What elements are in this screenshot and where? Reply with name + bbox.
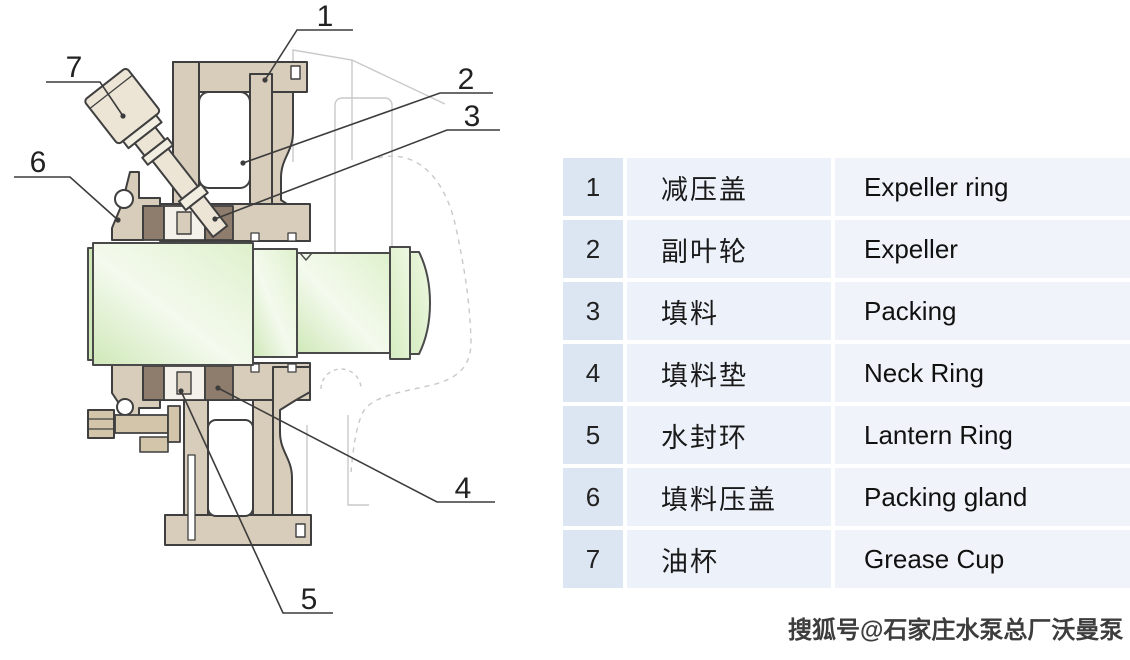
part-number-cell: 3	[563, 282, 623, 340]
part-name-en-cell: Packing	[835, 282, 1130, 340]
packing-gland-bottom	[87, 362, 181, 443]
callout-number-4: 4	[455, 472, 472, 505]
watermark-text: 搜狐号@石家庄水泵总厂沃曼泵	[788, 617, 1124, 644]
table-row: 2 副叶轮 Expeller	[563, 220, 1130, 278]
table-row: 5 水封环 Lantern Ring	[563, 406, 1130, 464]
expeller-cavity	[198, 91, 251, 189]
callout-packing-gland: 6	[14, 146, 121, 223]
callout-number-1: 1	[317, 0, 334, 33]
callout-packing: 3	[212, 100, 500, 222]
part-number-cell: 6	[563, 468, 623, 526]
diagram-svg: 1 2 3 4 5 6 7	[14, 0, 500, 616]
callout-number-5: 5	[301, 583, 318, 616]
part-name-en-cell: Grease Cup	[835, 530, 1130, 588]
table-row: 6 填料压盖 Packing gland	[563, 468, 1130, 526]
callout-number-6: 6	[30, 146, 47, 179]
bottom-housing-bracket	[139, 362, 312, 546]
part-name-cn-cell: 填料垫	[627, 344, 831, 402]
callout-expeller-ring: 1	[262, 0, 353, 83]
part-name-en-cell: Lantern Ring	[835, 406, 1130, 464]
gland-bolt	[87, 405, 181, 443]
part-number-cell: 7	[563, 530, 623, 588]
table-row: 3 填料 Packing	[563, 282, 1130, 340]
packing-gland-top	[111, 171, 161, 241]
parts-table: 1 减压盖 Expeller ring 2 副叶轮 Expeller 3 填料 …	[563, 158, 1130, 588]
part-number-cell: 2	[563, 220, 623, 278]
part-name-en-cell: Expeller ring	[835, 158, 1130, 216]
part-name-cn-cell: 副叶轮	[627, 220, 831, 278]
part-name-en-cell: Packing gland	[835, 468, 1130, 526]
packing-block	[142, 205, 165, 241]
shaft	[87, 242, 431, 366]
part-name-cn-cell: 水封环	[627, 406, 831, 464]
part-name-cn-cell: 填料压盖	[627, 468, 831, 526]
packing-block	[204, 365, 234, 401]
callout-number-3: 3	[464, 100, 481, 133]
callout-grease-cup: 7	[46, 51, 126, 119]
callout-number-7: 7	[66, 51, 83, 84]
table-row: 1 减压盖 Expeller ring	[563, 158, 1130, 216]
callout-number-2: 2	[458, 63, 475, 96]
callout-neck-ring: 4	[215, 385, 495, 505]
callout-expeller: 2	[240, 63, 493, 166]
part-name-en-cell: Neck Ring	[835, 344, 1130, 402]
table-row: 4 填料垫 Neck Ring	[563, 344, 1130, 402]
part-number-cell: 5	[563, 406, 623, 464]
part-name-cn-cell: 减压盖	[627, 158, 831, 216]
part-number-cell: 4	[563, 344, 623, 402]
part-number-cell: 1	[563, 158, 623, 216]
part-name-en-cell: Expeller	[835, 220, 1130, 278]
table-row: 7 油杯 Grease Cup	[563, 530, 1130, 588]
packing-block	[142, 365, 165, 401]
shaft-nose	[409, 251, 431, 355]
packing-set-bottom	[142, 365, 234, 401]
callout-lantern-ring: 5	[178, 388, 333, 616]
part-name-cn-cell: 油杯	[627, 530, 831, 588]
part-name-cn-cell: 填料	[627, 282, 831, 340]
callouts: 1 2 3 4 5 6 7	[14, 0, 500, 616]
pump-cross-section-diagram: 1 2 3 4 5 6 7	[0, 0, 565, 655]
